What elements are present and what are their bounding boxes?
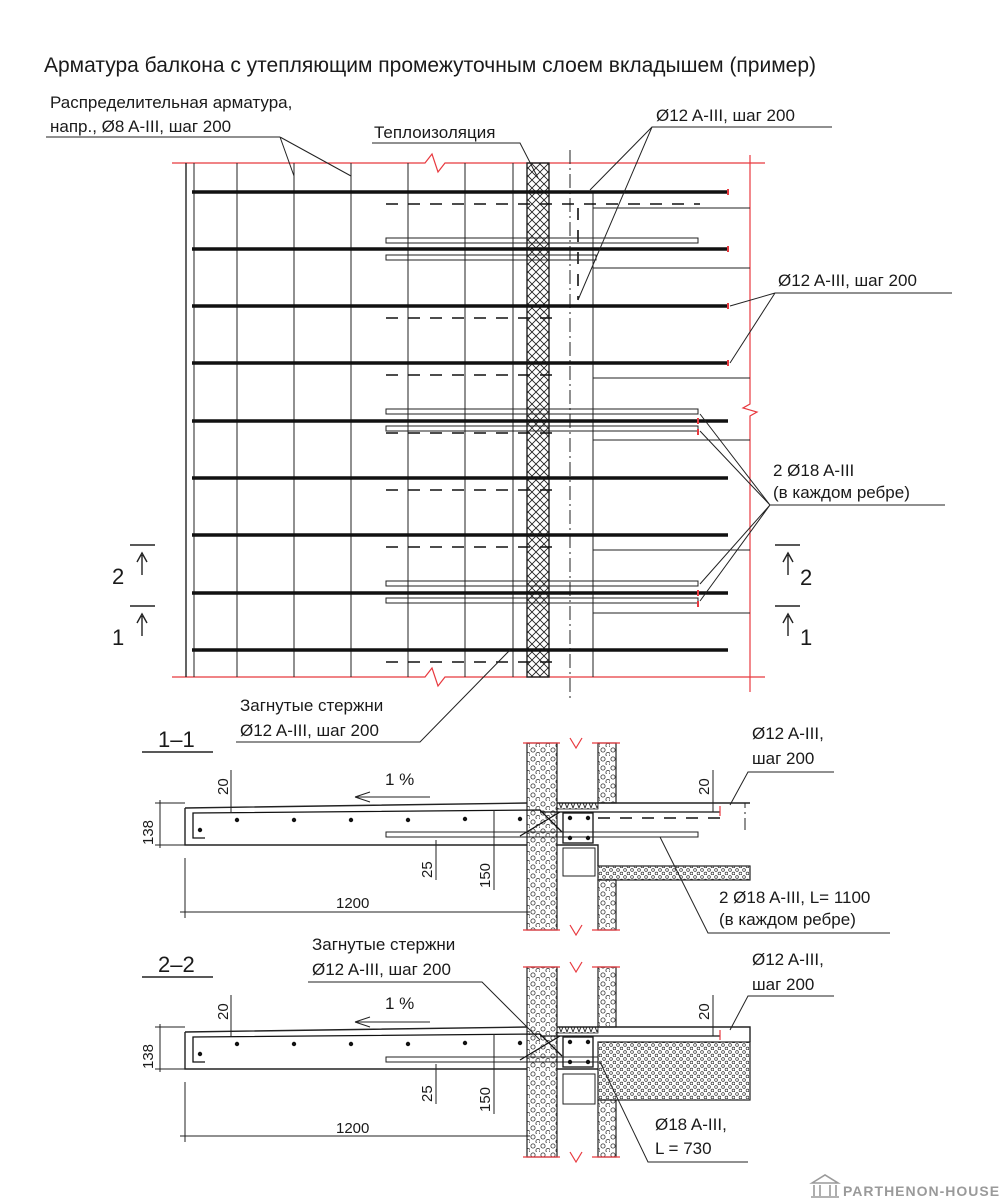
- rib-bars-label-line2: (в каждом ребре): [773, 483, 910, 502]
- insulation-label: Теплоизоляция: [374, 123, 495, 142]
- plan-top-cut-line: [172, 152, 765, 174]
- distribution-leader: [46, 136, 352, 177]
- s1-top-label-line1: Ø12 A-III,: [752, 724, 824, 743]
- svg-text:20: 20: [215, 778, 232, 795]
- plan-bottom-cut-line: [172, 666, 765, 688]
- s1-wall-right-lower: [597, 879, 617, 931]
- s2-rib-label-line1: Ø18 A-III,: [655, 1115, 727, 1134]
- rib-bars-label-line1: 2 Ø18 A-III: [773, 461, 854, 480]
- plan-view: Распределительная арматура, напр., Ø8 A-…: [46, 93, 952, 743]
- s2-rib-leader: [599, 1061, 748, 1163]
- s1-slope-arrow: [354, 791, 430, 803]
- s2-bent-leader: [308, 981, 541, 1041]
- s1-floor-insulation: [597, 865, 751, 881]
- bar-end-marks: [697, 189, 729, 607]
- rib-bars: [385, 237, 699, 604]
- insulation-leader: [372, 142, 539, 179]
- watermark-text: PARTHENON-HOUSE.RU: [843, 1183, 1000, 1199]
- top-bars-label: Ø12 A-III, шаг 200: [656, 106, 795, 125]
- bent-bars-label-line2: Ø12 A-III, шаг 200: [240, 721, 379, 740]
- s1-red-breaks: [523, 737, 620, 937]
- s1-rib-label-line2: (в каждом ребре): [719, 910, 856, 929]
- s1-dimensions: 138 20 20 25 150 1200: [140, 770, 714, 918]
- s2-joint-zigzag: [556, 1026, 599, 1034]
- svg-text:20: 20: [696, 1003, 713, 1020]
- main-bars: [192, 190, 728, 652]
- s2-floor-block: [597, 1041, 751, 1101]
- section-2-2: 2–2 1 % 138: [140, 935, 834, 1164]
- s2-bent-label-line1: Загнутые стержни: [312, 935, 455, 954]
- watermark: PARTHENON-HOUSE.RU: [809, 1174, 1000, 1199]
- plan-right-cut-line: [741, 155, 759, 692]
- svg-text:25: 25: [419, 861, 436, 878]
- section-2-2-title: 2–2: [158, 952, 195, 977]
- distribution-label-line2: напр., Ø8 A-III, шаг 200: [50, 117, 231, 136]
- section-marker-right-1: 1: [800, 625, 812, 650]
- section-marker-right-2: 2: [800, 565, 812, 590]
- s2-slope-arrow: [354, 1016, 430, 1028]
- s1-bar-dots: [197, 815, 591, 841]
- section-1-1-title: 1–1: [158, 727, 195, 752]
- s2-rib-label-line2: L = 730: [655, 1139, 712, 1158]
- s1-rib-label-line1: 2 Ø18 A-III, L= 1100: [719, 888, 870, 907]
- svg-text:20: 20: [696, 778, 713, 795]
- plan-wall-outline: [593, 207, 750, 614]
- svg-text:150: 150: [477, 863, 494, 888]
- svg-text:20: 20: [215, 1003, 232, 1020]
- bent-bars-leader: [236, 649, 511, 743]
- s2-stirrup: [562, 1036, 594, 1068]
- s2-rib-bar: [385, 1056, 599, 1063]
- s1-top-label-line2: шаг 200: [752, 749, 814, 768]
- section-marker-left-2: 2: [112, 564, 124, 589]
- section-marker-left-1: 1: [112, 625, 124, 650]
- temple-icon: [809, 1174, 841, 1198]
- mid-bars-label: Ø12 A-III, шаг 200: [778, 271, 917, 290]
- s2-top-bar: [192, 1033, 720, 1063]
- svg-text:138: 138: [140, 820, 157, 845]
- s2-lower-stirrup: [562, 1073, 596, 1105]
- section-marker-right: 2 1: [775, 544, 812, 650]
- s1-lower-stirrup: [562, 847, 596, 877]
- rib-bars-leader: [699, 413, 945, 602]
- distribution-label-line1: Распределительная арматура,: [50, 93, 292, 112]
- section-marker-left: 2 1: [112, 544, 155, 650]
- s2-top-label-line2: шаг 200: [752, 975, 814, 994]
- drawing-title: Арматура балкона с утепляющим промежуточ…: [44, 54, 816, 77]
- s2-top-leader: [729, 995, 834, 1031]
- s2-bent-bar: [519, 1035, 561, 1061]
- s2-wall-right: [597, 966, 617, 1028]
- s1-stirrup: [562, 812, 594, 844]
- s2-top-label-line1: Ø12 A-III,: [752, 950, 824, 969]
- svg-text:1200: 1200: [336, 1120, 369, 1137]
- s1-rib-leader: [659, 836, 890, 934]
- bent-bars-label-line1: Загнутые стержни: [240, 696, 383, 715]
- s1-wall-right: [597, 742, 617, 804]
- svg-text:1200: 1200: [336, 895, 369, 912]
- s1-slope-label: 1 %: [385, 770, 414, 789]
- s1-rib-bar: [385, 831, 699, 838]
- s2-red-breaks: [523, 961, 620, 1164]
- top-bars-leader: [577, 126, 832, 301]
- mid-bars-leader: [729, 292, 952, 364]
- svg-text:138: 138: [140, 1044, 157, 1069]
- section-1-1: 1–1 1 %: [140, 724, 890, 937]
- s2-slope-label: 1 %: [385, 994, 414, 1013]
- s2-wall-right-lower: [597, 1099, 617, 1158]
- s1-top-leader: [729, 771, 834, 806]
- s2-bent-label-line2: Ø12 A-III, шаг 200: [312, 960, 451, 979]
- bent-bars-dashed: [386, 203, 700, 663]
- svg-text:150: 150: [477, 1087, 494, 1112]
- s1-slab-dash: [616, 802, 746, 830]
- s2-bar-dots: [197, 1039, 591, 1065]
- s1-top-bar: [192, 809, 720, 839]
- svg-text:25: 25: [419, 1085, 436, 1102]
- s1-joint-zigzag: [556, 802, 599, 810]
- s2-dimensions: 138 20 20 25 150 1200: [140, 995, 714, 1142]
